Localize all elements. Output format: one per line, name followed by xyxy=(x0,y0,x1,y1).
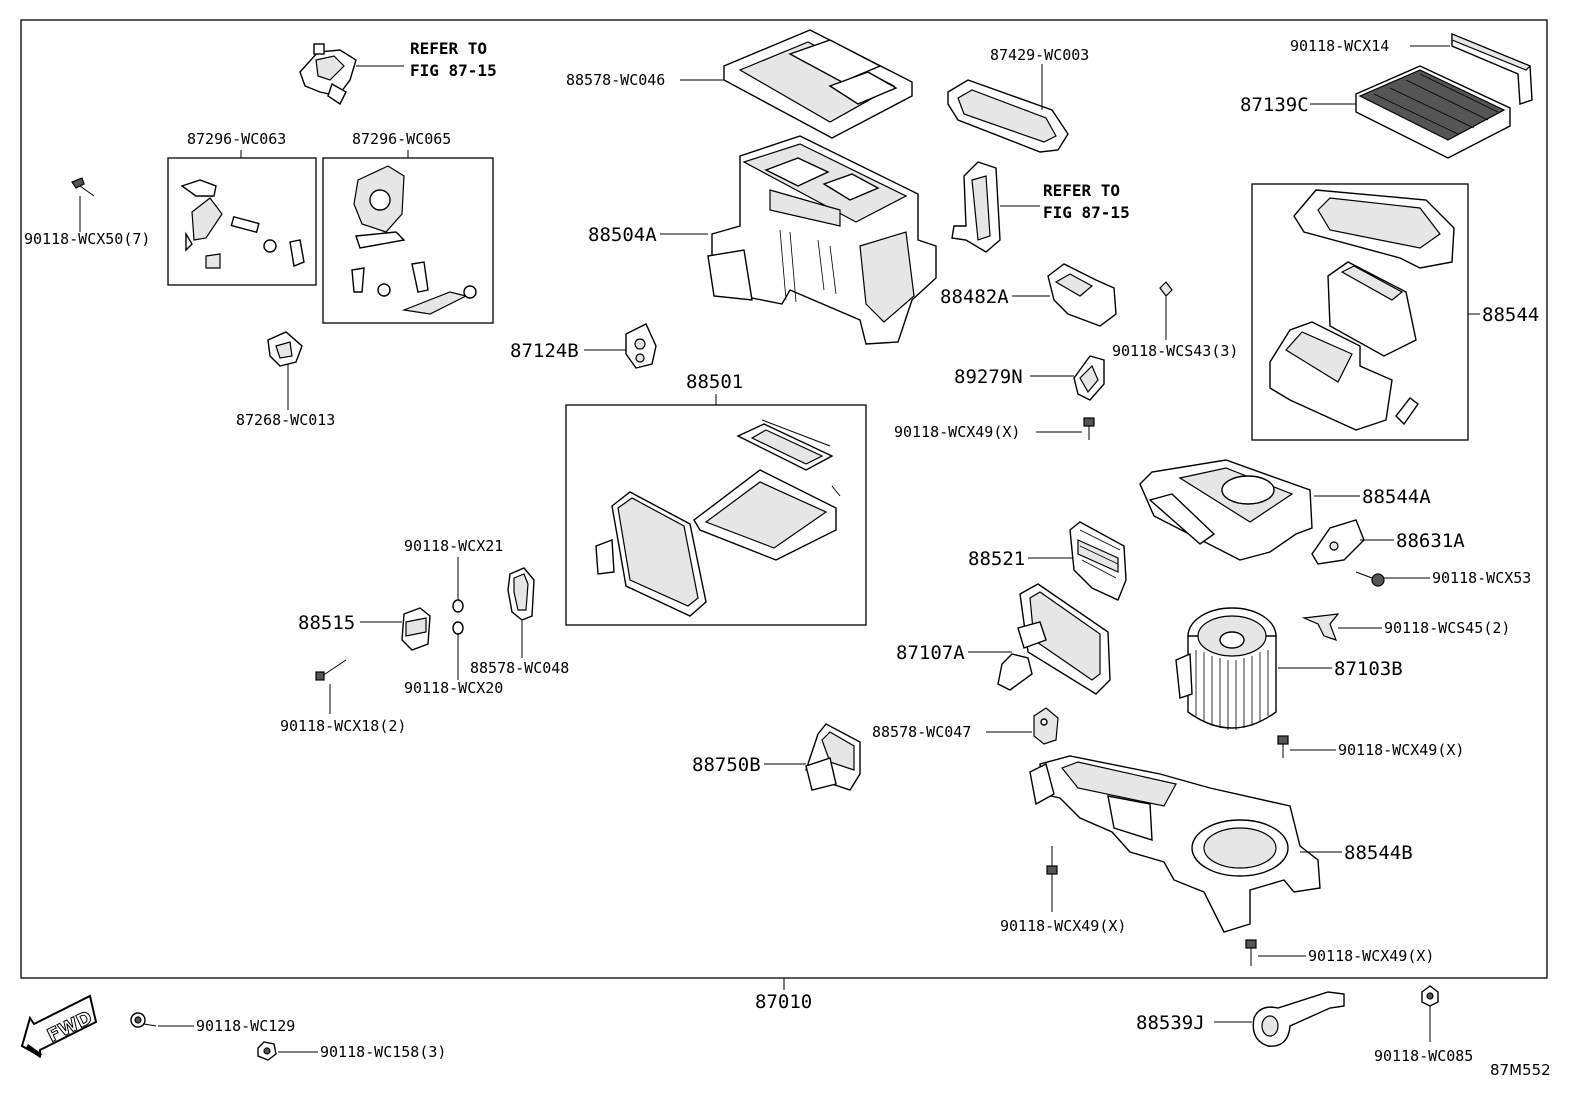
gasket-87429-wc003[interactable] xyxy=(947,79,1069,153)
nut-90118-wc085[interactable] xyxy=(1421,985,1439,1007)
gasket-88578-wc047[interactable] xyxy=(1033,707,1059,745)
case-88544a[interactable] xyxy=(1139,459,1313,561)
label-90118-wcx49-d: 90118-WCX49(X) xyxy=(1308,947,1434,965)
sensor-88539j[interactable] xyxy=(1252,991,1345,1047)
label-87296-wc063: 87296-WC063 xyxy=(187,130,286,148)
o-ring-90118-wcx20[interactable] xyxy=(452,621,464,635)
label-87429-wc003: 87429-WC003 xyxy=(990,46,1089,64)
label-88578-wc046: 88578-WC046 xyxy=(566,71,665,89)
kit-box-87296-wc065 xyxy=(322,157,494,324)
label-88539j: 88539J xyxy=(1136,1012,1205,1034)
filter-frame-90118-wcx14[interactable] xyxy=(1451,32,1533,105)
diagram-code: 87M552 xyxy=(1490,1061,1551,1079)
resistor-88750b[interactable] xyxy=(805,723,861,791)
cover-89279n[interactable] xyxy=(1073,355,1105,401)
label-90118-wcx18: 90118-WCX18(2) xyxy=(280,717,406,735)
label-87296-wc065: 87296-WC065 xyxy=(352,130,451,148)
damper-link-kit-b[interactable] xyxy=(351,165,477,315)
kit-box-87296-wc063 xyxy=(167,157,317,286)
screw-90118-wcx49-b[interactable] xyxy=(1277,735,1289,758)
label-88631a: 88631A xyxy=(1396,530,1465,552)
refer-label-2b: FIG 87-15 xyxy=(1043,203,1130,222)
refer-label-2a: REFER TO xyxy=(1043,181,1120,200)
label-90118-wcx50: 90118-WCX50(7) xyxy=(24,230,150,248)
label-90118-wc129: 90118-WC129 xyxy=(196,1017,295,1035)
screw-90118-wcx49-c[interactable] xyxy=(1046,846,1058,875)
refer-part-top-left[interactable] xyxy=(299,43,357,106)
heater-core-87107a[interactable] xyxy=(997,583,1111,695)
label-88482a: 88482A xyxy=(940,286,1009,308)
label-90118-wcx49-a: 90118-WCX49(X) xyxy=(894,423,1020,441)
cover-88482a[interactable] xyxy=(1047,263,1117,327)
clip-90118-wcs45[interactable] xyxy=(1301,613,1340,641)
kit-box-88544 xyxy=(1251,183,1469,441)
screw-90118-wcx49-d[interactable] xyxy=(1245,939,1257,966)
label-90118-wcx49-b: 90118-WCX49(X) xyxy=(1338,741,1464,759)
evaporator-88501[interactable] xyxy=(595,419,841,617)
blower-case-88544[interactable] xyxy=(1269,189,1455,431)
label-87103b: 87103B xyxy=(1334,658,1403,680)
label-88544a: 88544A xyxy=(1362,486,1431,508)
refer-label-1a: REFER TO xyxy=(410,39,487,58)
screw-90118-wcx50[interactable] xyxy=(71,177,95,197)
screw-90118-wcx49-a[interactable] xyxy=(1083,417,1095,440)
label-87107a: 87107A xyxy=(896,642,965,664)
label-88578-wc048: 88578-WC048 xyxy=(470,659,569,677)
air-filter-87139c[interactable] xyxy=(1355,65,1511,159)
label-87268-wc013: 87268-WC013 xyxy=(236,411,335,429)
plate-88631a[interactable] xyxy=(1311,519,1365,565)
label-90118-wcx20: 90118-WCX20 xyxy=(404,679,503,697)
clip-90118-wcs43[interactable] xyxy=(1159,281,1173,297)
refer-label-1b: FIG 87-15 xyxy=(410,61,497,80)
gasket-88578-wc046[interactable] xyxy=(723,29,913,139)
label-87139c: 87139C xyxy=(1240,94,1309,116)
case-88544b[interactable] xyxy=(1029,755,1321,933)
label-88750b: 88750B xyxy=(692,754,761,776)
refer-part-center[interactable] xyxy=(951,161,1001,253)
label-90118-wc158: 90118-WC158(3) xyxy=(320,1043,446,1061)
label-90118-wcx21: 90118-WCX21 xyxy=(404,537,503,555)
o-ring-90118-wcx21[interactable] xyxy=(452,599,464,613)
label-88578-wc047: 88578-WC047 xyxy=(872,723,971,741)
label-89279n: 89279N xyxy=(954,366,1023,388)
label-90118-wc085: 90118-WC085 xyxy=(1374,1047,1473,1065)
assembly-number-label: 87010 xyxy=(755,991,812,1013)
duct-88521[interactable] xyxy=(1069,521,1127,601)
label-90118-wcs43: 90118-WCS43(3) xyxy=(1112,342,1238,360)
damper-link-kit-a[interactable] xyxy=(180,179,305,269)
label-88544: 88544 xyxy=(1482,304,1539,326)
label-90118-wcx14: 90118-WCX14 xyxy=(1290,37,1389,55)
part-87268-wc013[interactable] xyxy=(267,331,303,367)
blower-motor-87103b[interactable] xyxy=(1175,607,1277,730)
label-88501: 88501 xyxy=(686,371,743,393)
heater-case-88504a[interactable] xyxy=(707,135,937,345)
actuator-87124b[interactable] xyxy=(625,323,657,369)
label-88521: 88521 xyxy=(968,548,1025,570)
label-90118-wcx49-c: 90118-WCX49(X) xyxy=(1000,917,1126,935)
kit-box-88501 xyxy=(565,404,867,626)
nut-90118-wc158[interactable] xyxy=(257,1041,277,1061)
bolt-90118-wcx18[interactable] xyxy=(315,659,347,681)
label-88504a: 88504A xyxy=(588,224,657,246)
screw-90118-wcx53[interactable] xyxy=(1355,571,1385,587)
expansion-valve-88515[interactable] xyxy=(401,607,431,651)
label-90118-wcx53: 90118-WCX53 xyxy=(1432,569,1531,587)
label-88515: 88515 xyxy=(298,612,355,634)
label-87124b: 87124B xyxy=(510,340,579,362)
label-88544b: 88544B xyxy=(1344,842,1413,864)
gasket-88578-wc048[interactable] xyxy=(507,567,535,621)
bolt-90118-wc129[interactable] xyxy=(130,1012,157,1028)
fwd-arrow-icon: FWD xyxy=(20,994,98,1058)
label-90118-wcs45: 90118-WCS45(2) xyxy=(1384,619,1510,637)
